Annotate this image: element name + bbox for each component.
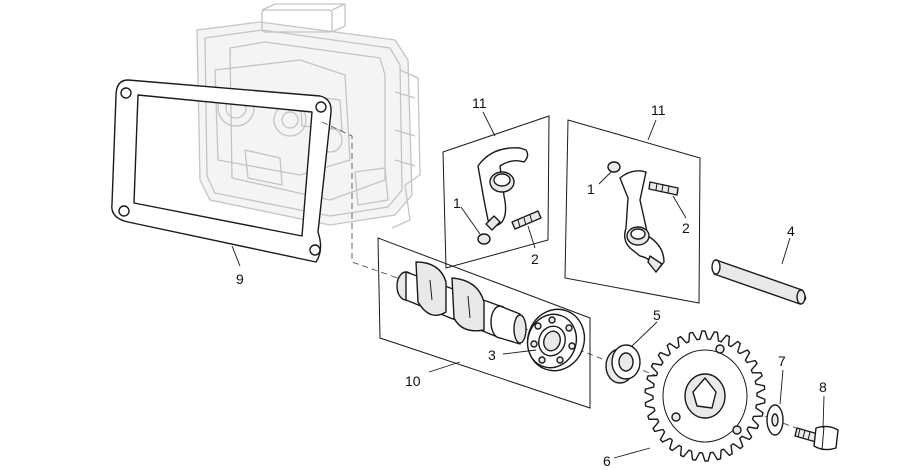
nut-part-1-left: [477, 233, 491, 245]
group-box-11-right: [564, 119, 701, 304]
camshaft: [396, 261, 527, 345]
callout-2-left: 2: [531, 251, 539, 267]
screw-part-2-left: [511, 210, 542, 230]
callout-4: 4: [787, 223, 795, 239]
callout-10: 10: [405, 373, 421, 389]
callout-5: 5: [653, 307, 661, 323]
rocker-arm-left: [477, 147, 529, 231]
callout-1-left: 1: [453, 195, 461, 211]
group-box-11-left: [442, 115, 550, 269]
callout-7: 7: [778, 353, 786, 369]
callout-1-right: 1: [587, 181, 595, 197]
group-box-10: [377, 237, 591, 409]
sprocket-part-6: [644, 330, 766, 462]
washer-part-7: [766, 404, 784, 436]
callout-2-right: 2: [682, 220, 690, 236]
rocker-arm-right: [619, 170, 665, 273]
nut-part-1-right: [607, 161, 621, 173]
pin-part-4: [711, 259, 807, 305]
bearing-part-3: [526, 308, 586, 372]
callout-11-left: 11: [472, 95, 487, 111]
seal-part-5: [605, 344, 641, 384]
screw-part-2-right: [648, 181, 679, 196]
callout-6: 6: [603, 453, 611, 469]
gasket-part-9: [111, 79, 332, 263]
callout-3: 3: [488, 347, 496, 363]
callout-labels: 9 10 3 11 1 2 11 1 2 4 5 6 7 8: [236, 95, 827, 469]
leader-lines: [231, 111, 825, 459]
callout-11-right: 11: [651, 102, 666, 118]
bolt-part-8: [794, 425, 839, 451]
callout-8: 8: [819, 379, 827, 395]
callout-9: 9: [236, 271, 244, 287]
